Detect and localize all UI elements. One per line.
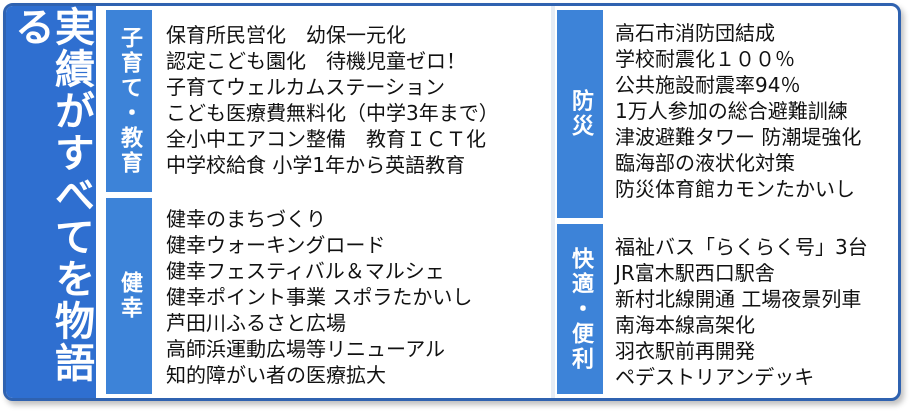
list-item: こども医療費無料化（中学3年まで） xyxy=(166,101,499,125)
list-item: JR富木駅西口駅舎 xyxy=(615,261,775,285)
list-item: 1万人参加の総合避難訓練 xyxy=(615,99,848,123)
main-title: 実績がすべてを物語る xyxy=(8,6,94,384)
list-item: 福祉バス「らくらく号」3台 xyxy=(615,235,868,259)
tab-health-label: 健幸 xyxy=(117,271,142,321)
list-item: 新村北線開通 工場夜景列車 xyxy=(615,287,862,311)
tab-education: 子育て・教育 xyxy=(106,10,152,192)
list-item: 羽衣駅前再開発 xyxy=(615,339,755,363)
list-item: 認定こども園化 待機児童ゼロ！ xyxy=(166,49,466,73)
list-item: 健幸ポイント事業 スポラたかいし xyxy=(166,285,473,309)
tab-convenience-label: 快適・便利 xyxy=(568,246,593,372)
tab-disaster: 防災 xyxy=(557,10,603,218)
tab-education-label: 子育て・教育 xyxy=(117,26,142,176)
list-item: 学校耐震化１００％ xyxy=(615,47,795,71)
list-item: 臨海部の液状化対策 xyxy=(615,151,795,175)
list-item: 高師浜運動広場等リニューアル xyxy=(166,337,445,361)
title-bar: 実績がすべてを物語る xyxy=(6,6,96,398)
list-item: 保育所民営化 幼保一元化 xyxy=(166,23,406,47)
tab-disaster-label: 防災 xyxy=(568,89,593,139)
education-list: 保育所民営化 幼保一元化 認定こども園化 待機児童ゼロ！ 子育てウェルカムステー… xyxy=(166,22,499,178)
list-item: 知的障がい者の医療拡大 xyxy=(166,363,386,387)
achievements-card: 実績がすべてを物語る 子育て・教育 保育所民営化 幼保一元化 認定こども園化 待… xyxy=(3,3,901,401)
list-item: 健幸ウォーキングロード xyxy=(166,233,386,257)
list-item: 健幸のまちづくり xyxy=(166,207,326,231)
list-item: ペデストリアンデッキ xyxy=(615,365,815,389)
tab-convenience: 快適・便利 xyxy=(557,224,603,394)
list-item: 中学校給食 小学1年から英語教育 xyxy=(166,153,466,177)
list-item: 高石市消防団結成 xyxy=(615,21,775,45)
list-item: 芦田川ふるさと広場 xyxy=(166,311,346,335)
list-item: 公共施設耐震率94％ xyxy=(615,73,801,97)
list-item: 全小中エアコン整備 教育ＩＣＴ化 xyxy=(166,127,486,151)
disaster-list: 高石市消防団結成 学校耐震化１００％ 公共施設耐震率94％ 1万人参加の総合避難… xyxy=(615,20,861,202)
tab-health: 健幸 xyxy=(106,198,152,394)
list-item: 南海本線高架化 xyxy=(615,313,755,337)
list-item: 津波避難タワー 防潮堤強化 xyxy=(615,125,862,149)
list-item: 健幸フェスティバル＆マルシェ xyxy=(166,259,445,283)
health-list: 健幸のまちづくり 健幸ウォーキングロード 健幸フェスティバル＆マルシェ 健幸ポイ… xyxy=(166,206,472,388)
convenience-list: 福祉バス「らくらく号」3台 JR富木駅西口駅舎 新村北線開通 工場夜景列車 南海… xyxy=(615,234,868,390)
column-divider xyxy=(551,6,555,398)
list-item: 防災体育館カモンたかいし xyxy=(615,177,855,201)
list-item: 子育てウェルカムステーション xyxy=(166,75,445,99)
